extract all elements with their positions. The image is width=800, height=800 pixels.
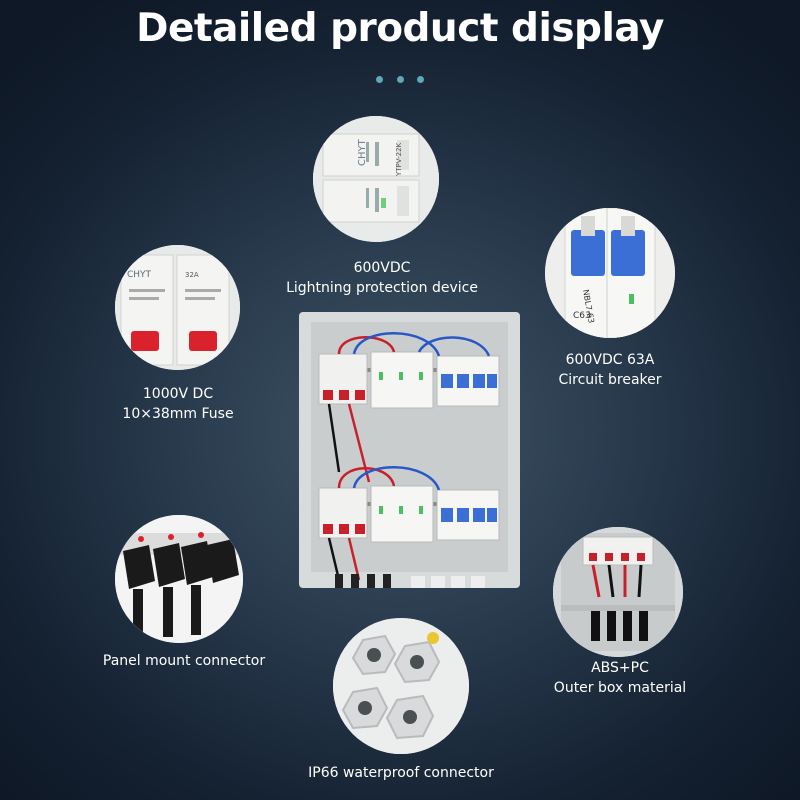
breaker-rating-text: C63 — [573, 311, 591, 321]
box-material-label-line2: Outer box material — [553, 680, 687, 696]
spd-label-line1: 600VDC — [353, 260, 411, 276]
box-material-label: ABS+PC Outer box material — [530, 658, 710, 698]
fuse-label-line2: 10×38mm Fuse — [122, 406, 234, 422]
breaker-label-line1: 600VDC 63A — [565, 352, 655, 368]
spd-model-text: YTPV-22K — [395, 142, 403, 177]
spd-label-line2: Lightning protection device — [286, 280, 478, 296]
fuse-photo: CHYT 32A — [115, 245, 240, 370]
box-material-label-line1: ABS+PC — [591, 660, 649, 676]
spd-photo: CHYT YTPV-22K — [313, 116, 439, 242]
panel-connector-photo — [115, 515, 243, 643]
breaker-label: 600VDC 63A Circuit breaker — [530, 350, 690, 390]
waterproof-connector-photo — [333, 618, 469, 754]
spd-brand-text: CHYT — [357, 138, 368, 166]
fuse-rating-text: 32A — [185, 271, 199, 279]
page-title: Detailed product display — [136, 6, 664, 51]
title-dots — [376, 76, 424, 86]
breaker-photo: NBL7-63 C63 — [545, 208, 675, 338]
panel-connector-label-line1: Panel mount connector — [102, 653, 266, 669]
fuse-label: 1000V DC 10×38mm Fuse — [100, 384, 256, 424]
waterproof-label: IP66 waterproof connector — [286, 763, 516, 783]
spd-label: 600VDC Lightning protection device — [282, 258, 482, 298]
fuse-brand-text: CHYT — [127, 270, 152, 280]
waterproof-label-line1: IP66 waterproof connector — [308, 765, 494, 781]
fuse-label-line1: 1000V DC — [142, 386, 214, 402]
box-material-photo — [553, 527, 683, 657]
breaker-label-line2: Circuit breaker — [558, 372, 662, 388]
combiner-box-photo — [299, 312, 520, 588]
panel-connector-label: Panel mount connector — [94, 651, 274, 671]
